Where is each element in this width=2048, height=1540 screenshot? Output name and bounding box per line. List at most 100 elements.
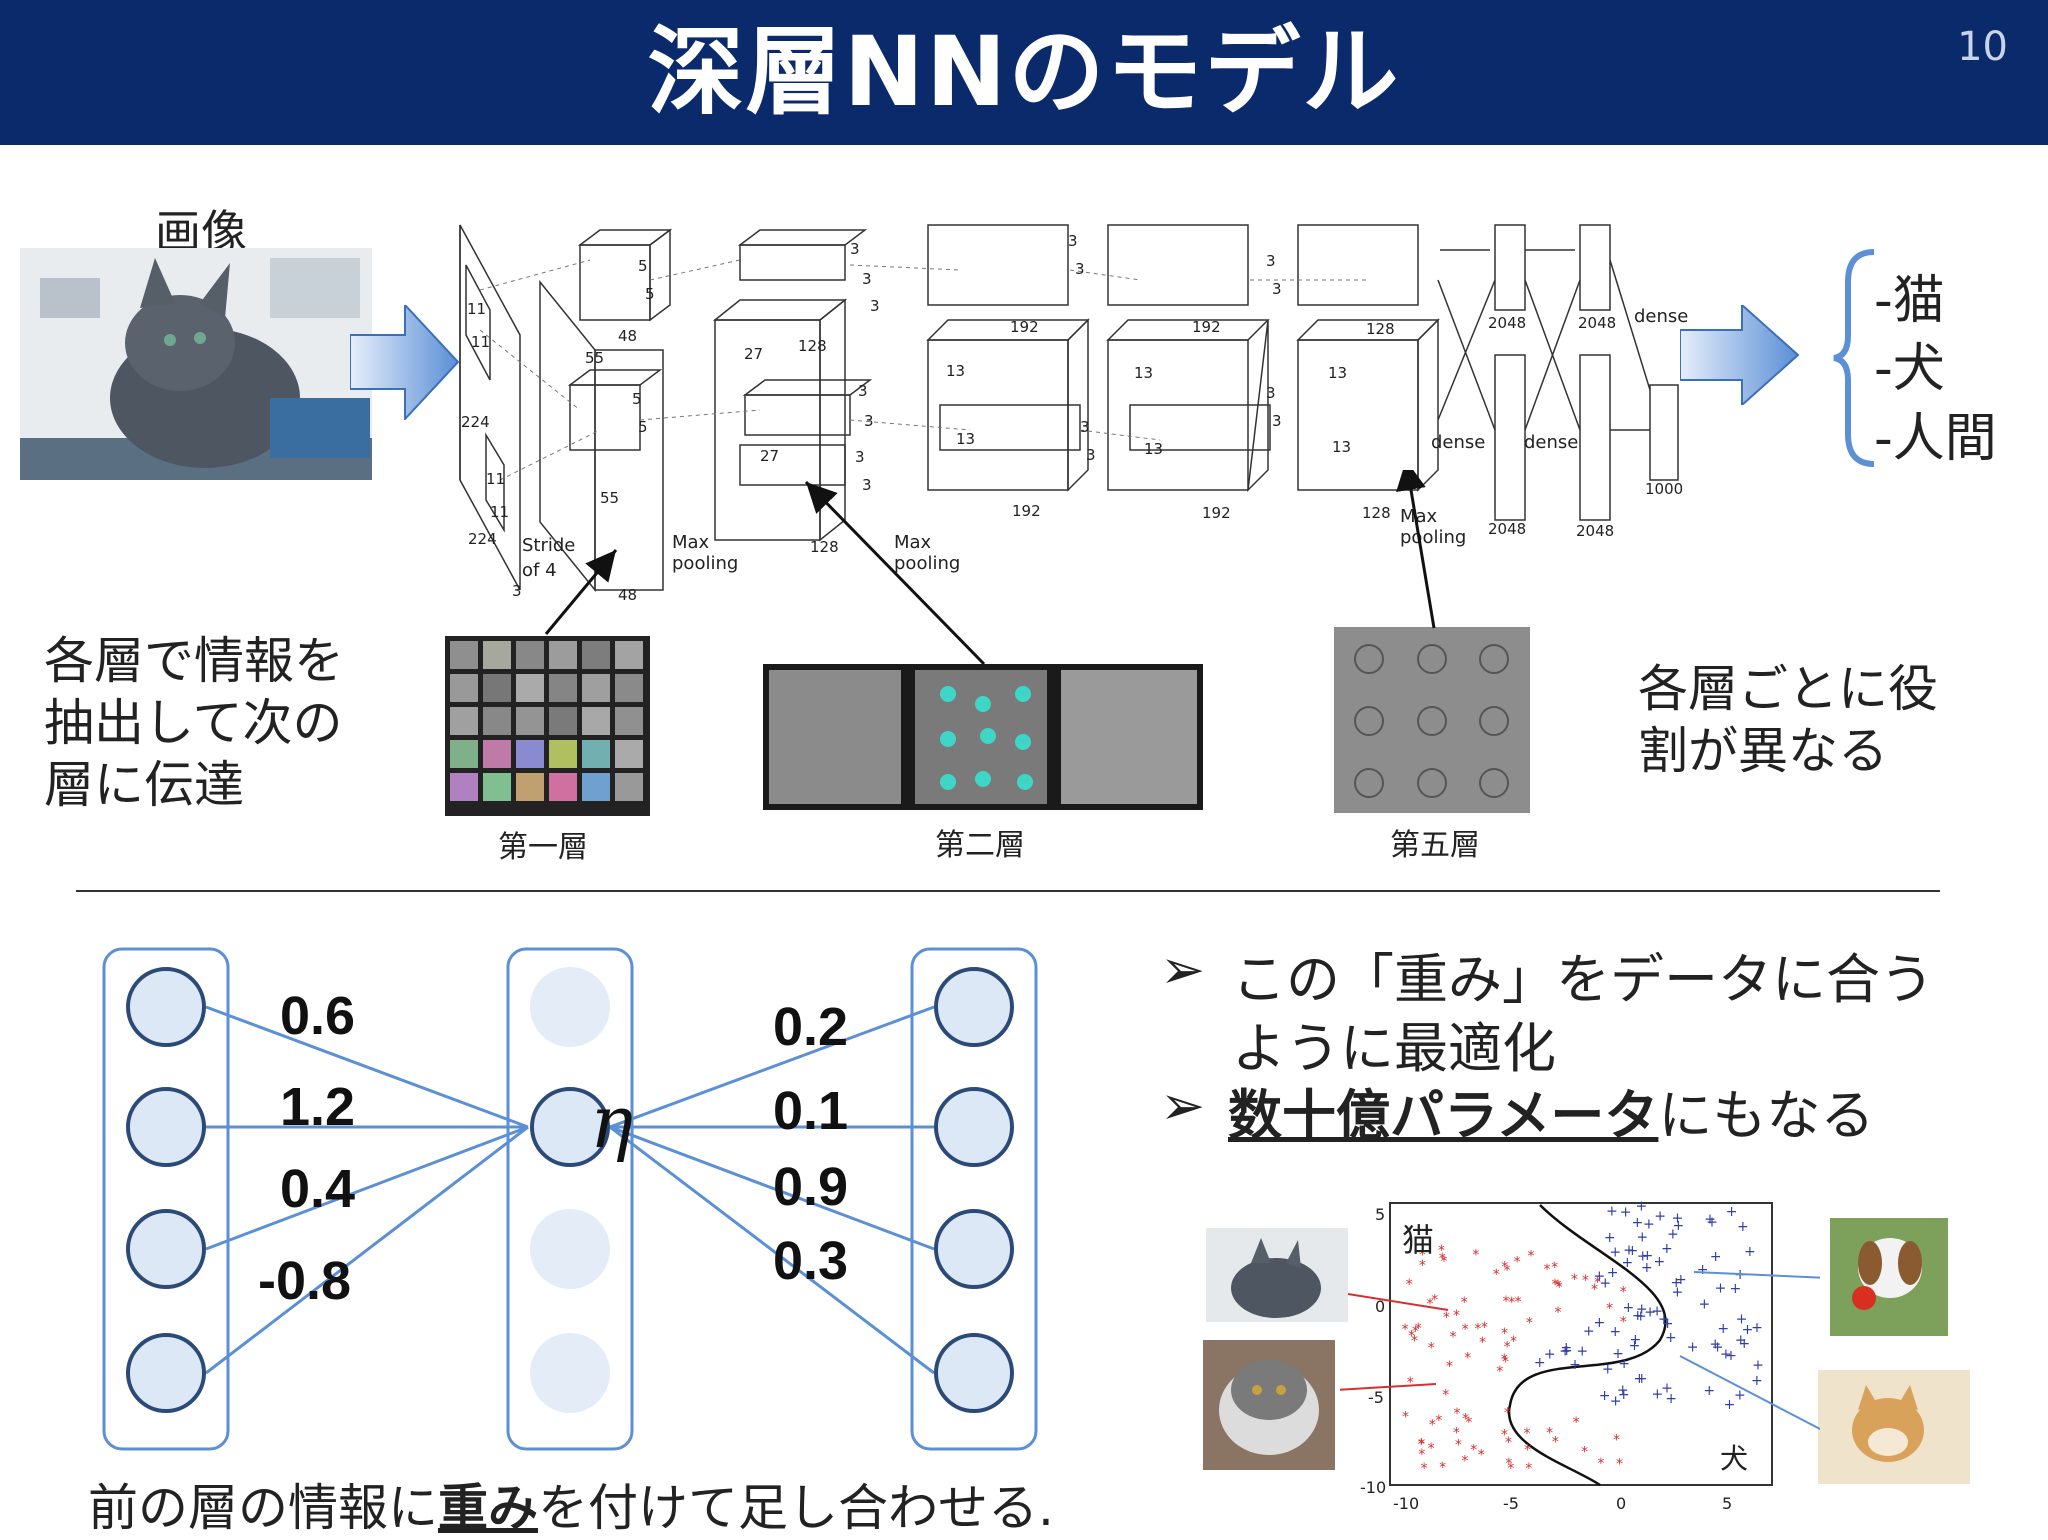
dim-27b: 27: [760, 447, 780, 465]
dog-point: +: [1629, 1338, 1641, 1354]
dim-2048d: 2048: [1576, 522, 1615, 540]
cat-point: *: [1507, 1461, 1514, 1477]
dim-48b: 48: [618, 586, 638, 604]
cat-point: *: [1582, 1273, 1589, 1289]
dim-192c: 192: [1192, 318, 1221, 336]
cat-point: *: [1454, 1406, 1461, 1422]
dim-3i: 3: [1075, 260, 1085, 278]
cat-point: *: [1472, 1248, 1479, 1264]
cat-point: *: [1462, 1322, 1469, 1338]
cat-point: *: [1439, 1460, 1446, 1476]
cat-point: *: [1406, 1277, 1413, 1293]
dim-11b: 11: [471, 333, 491, 351]
dog-point: +: [1651, 1303, 1663, 1319]
dim-3j: 3: [1080, 418, 1090, 436]
cat-point: *: [1515, 1295, 1522, 1311]
section-divider: [76, 890, 1940, 892]
xtick-5: 5: [1722, 1494, 1733, 1513]
output-cat: -猫: [1874, 271, 1945, 331]
cat-point: *: [1442, 1388, 1449, 1404]
right-text-2: 割が異なる: [1638, 722, 1888, 780]
dim-13d: 13: [1144, 440, 1164, 458]
cat-point: *: [1505, 1435, 1512, 1451]
dog-point: +: [1751, 1320, 1763, 1336]
input-arrow: [350, 305, 460, 420]
cat-point: *: [1502, 1354, 1509, 1370]
cat-point: *: [1465, 1415, 1472, 1431]
weight-in-4: -0.8: [258, 1251, 352, 1311]
dog-point: +: [1636, 1229, 1648, 1245]
cat-point: *: [1419, 1258, 1426, 1274]
stride-of4-label: of 4: [522, 560, 557, 581]
dog-point: +: [1623, 1243, 1635, 1259]
dog-point: +: [1618, 1356, 1630, 1372]
cat-point: *: [1581, 1444, 1588, 1460]
dog-point: +: [1736, 1312, 1748, 1328]
dim-128b: 128: [810, 538, 839, 556]
dim-3a: 3: [850, 240, 860, 258]
cat-point: *: [1429, 1418, 1436, 1434]
dog-point: +: [1720, 1347, 1732, 1363]
scatter-label-cat: 猫: [1402, 1221, 1435, 1259]
ytick--5: -5: [1368, 1388, 1384, 1407]
dog-point: +: [1703, 1383, 1715, 1399]
dog-point: +: [1643, 1217, 1655, 1233]
dog-point: +: [1672, 1284, 1684, 1300]
cat-point: *: [1524, 1442, 1531, 1458]
cat-point: *: [1441, 1254, 1448, 1270]
dim-48a: 48: [618, 327, 638, 345]
dog-point: +: [1642, 1248, 1654, 1264]
weight-out-4: 0.3: [773, 1231, 849, 1291]
cat-point: *: [1408, 1329, 1415, 1345]
dim-3b: 3: [862, 270, 872, 288]
dim-3l: 3: [1266, 252, 1276, 270]
layer2-caption: 第二層: [935, 828, 1025, 863]
dog-point: +: [1744, 1244, 1756, 1260]
brace-icon: [1833, 249, 1875, 467]
dog-point: +: [1697, 1262, 1709, 1278]
cat-point: *: [1453, 1308, 1460, 1324]
dim-5c: 5: [632, 390, 642, 408]
cat-point: *: [1446, 1359, 1453, 1375]
dog-point: +: [1725, 1348, 1737, 1364]
xtick-0: 0: [1616, 1494, 1627, 1513]
caption-before: 前の層の情報に: [88, 1479, 438, 1537]
cat-point: *: [1427, 1297, 1434, 1313]
bullet-2-after: にもなる: [1658, 1084, 1875, 1147]
layer5-caption: 第五層: [1390, 828, 1480, 863]
cat-point: *: [1528, 1248, 1535, 1264]
ytick-5: 5: [1375, 1205, 1386, 1224]
layer1-caption: 第一層: [498, 830, 588, 865]
dog-point: +: [1670, 1275, 1682, 1291]
cat-point: *: [1501, 1427, 1508, 1443]
xtick--5: -5: [1503, 1494, 1519, 1513]
cat-point: *: [1479, 1335, 1486, 1351]
dog-point: +: [1626, 1243, 1638, 1259]
dim-3f: 3: [855, 448, 865, 466]
dog-point: +: [1730, 1281, 1742, 1297]
output-arrow: [1680, 305, 1800, 405]
dog-point: +: [1687, 1339, 1699, 1355]
dog-point: +: [1559, 1344, 1571, 1360]
neural-network-diagram: [102, 947, 1038, 1451]
caption-after: を付けて足し合わせる.: [538, 1479, 1054, 1537]
cat-point: *: [1594, 1275, 1601, 1291]
slide-title: 深層NNのモデル: [647, 16, 1401, 128]
dog-point: +: [1653, 1254, 1665, 1270]
dim-128a: 128: [798, 337, 827, 355]
dog-point: +: [1662, 1316, 1674, 1332]
cat-point: *: [1462, 1412, 1469, 1428]
header-bar: [0, 0, 2048, 145]
dim-2048b: 2048: [1578, 314, 1617, 332]
cat-point: *: [1470, 1443, 1477, 1459]
dim-128c: 128: [1366, 320, 1395, 338]
dim-27a: 27: [744, 345, 764, 363]
dog-point: +: [1644, 1305, 1656, 1321]
dog-point: +: [1569, 1357, 1581, 1373]
dog-point: +: [1633, 1371, 1645, 1387]
cat-point: *: [1453, 1426, 1460, 1442]
cat-point: *: [1504, 1263, 1511, 1279]
dog-point: +: [1735, 1332, 1747, 1348]
dog-point: +: [1738, 1336, 1750, 1352]
caption-bold: 重み: [438, 1479, 538, 1537]
